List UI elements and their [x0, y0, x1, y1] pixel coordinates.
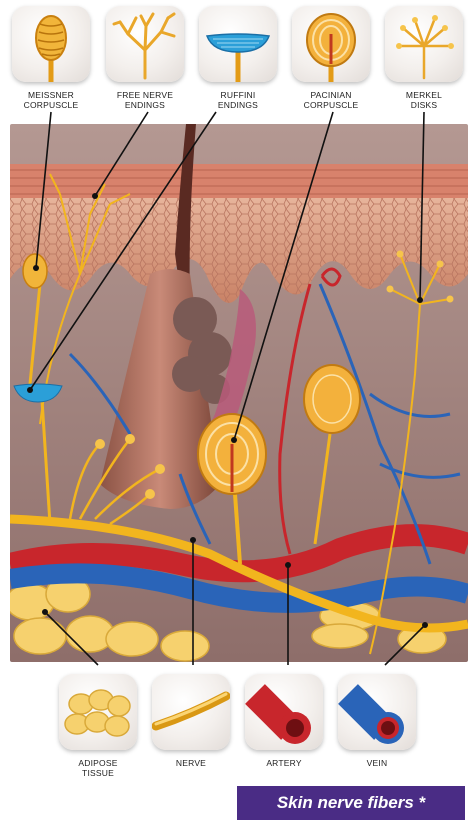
free-nerve-label-line2: ENDINGS: [100, 100, 190, 110]
adipose-label-line2: TISSUE: [53, 768, 143, 778]
free-nerve-label-line1: FREE NERVE: [100, 90, 190, 100]
meissner-label-line2: CORPUSCLE: [6, 100, 96, 110]
merkel-label-line1: MERKEL: [379, 90, 469, 100]
artery-label-line1: ARTERY: [239, 758, 329, 768]
skin-cross-section-illustration: [10, 124, 468, 662]
merkel-label-line2: DISKS: [379, 100, 469, 110]
meissner-corpuscle-tile: [12, 6, 90, 82]
pacinian-label-line2: CORPUSCLE: [286, 100, 376, 110]
artery-tile: [245, 674, 323, 750]
ruffini-endings-tile: [199, 6, 277, 82]
artery-icon: [245, 674, 323, 750]
ruffini-label-line2: ENDINGS: [193, 100, 283, 110]
ruffini-label-line1: RUFFINI: [193, 90, 283, 100]
ruffini-endings-label: RUFFINI ENDINGS: [193, 90, 283, 110]
meissner-corpuscle-icon: [12, 6, 90, 82]
merkel-disks-icon: [385, 6, 463, 82]
nerve-tile: [152, 674, 230, 750]
meissner-corpuscle-label: MEISSNER CORPUSCLE: [6, 90, 96, 110]
free-nerve-endings-icon: [106, 6, 184, 82]
nerve-label: NERVE: [146, 758, 236, 768]
merkel-disks-tile: [385, 6, 463, 82]
free-nerve-endings-tile: [106, 6, 184, 82]
stratum-corneum: [10, 164, 468, 198]
pacinian-corpuscle-tile: [292, 6, 370, 82]
vein-label: VEIN: [332, 758, 422, 768]
nerve-label-line1: NERVE: [146, 758, 236, 768]
adipose-label-line1: ADIPOSE: [53, 758, 143, 768]
adipose-tissue-label: ADIPOSE TISSUE: [53, 758, 143, 778]
skin-nerve-fibers-banner: Skin nerve fibers *: [237, 786, 465, 820]
merkel-disks-label: MERKEL DISKS: [379, 90, 469, 110]
adipose-tissue-tile: [59, 674, 137, 750]
pacinian-corpuscle-label: PACINIAN CORPUSCLE: [286, 90, 376, 110]
meissner-label-line1: MEISSNER: [6, 90, 96, 100]
nerve-icon: [152, 674, 230, 750]
adipose-tissue-icon: [59, 674, 137, 750]
pacinian-corpuscle-icon: [292, 6, 370, 82]
vein-label-line1: VEIN: [332, 758, 422, 768]
vein-tile: [338, 674, 416, 750]
artery-label: ARTERY: [239, 758, 329, 768]
pacinian-label-line1: PACINIAN: [286, 90, 376, 100]
vein-icon: [338, 674, 416, 750]
ruffini-endings-icon: [199, 6, 277, 82]
free-nerve-endings-label: FREE NERVE ENDINGS: [100, 90, 190, 110]
